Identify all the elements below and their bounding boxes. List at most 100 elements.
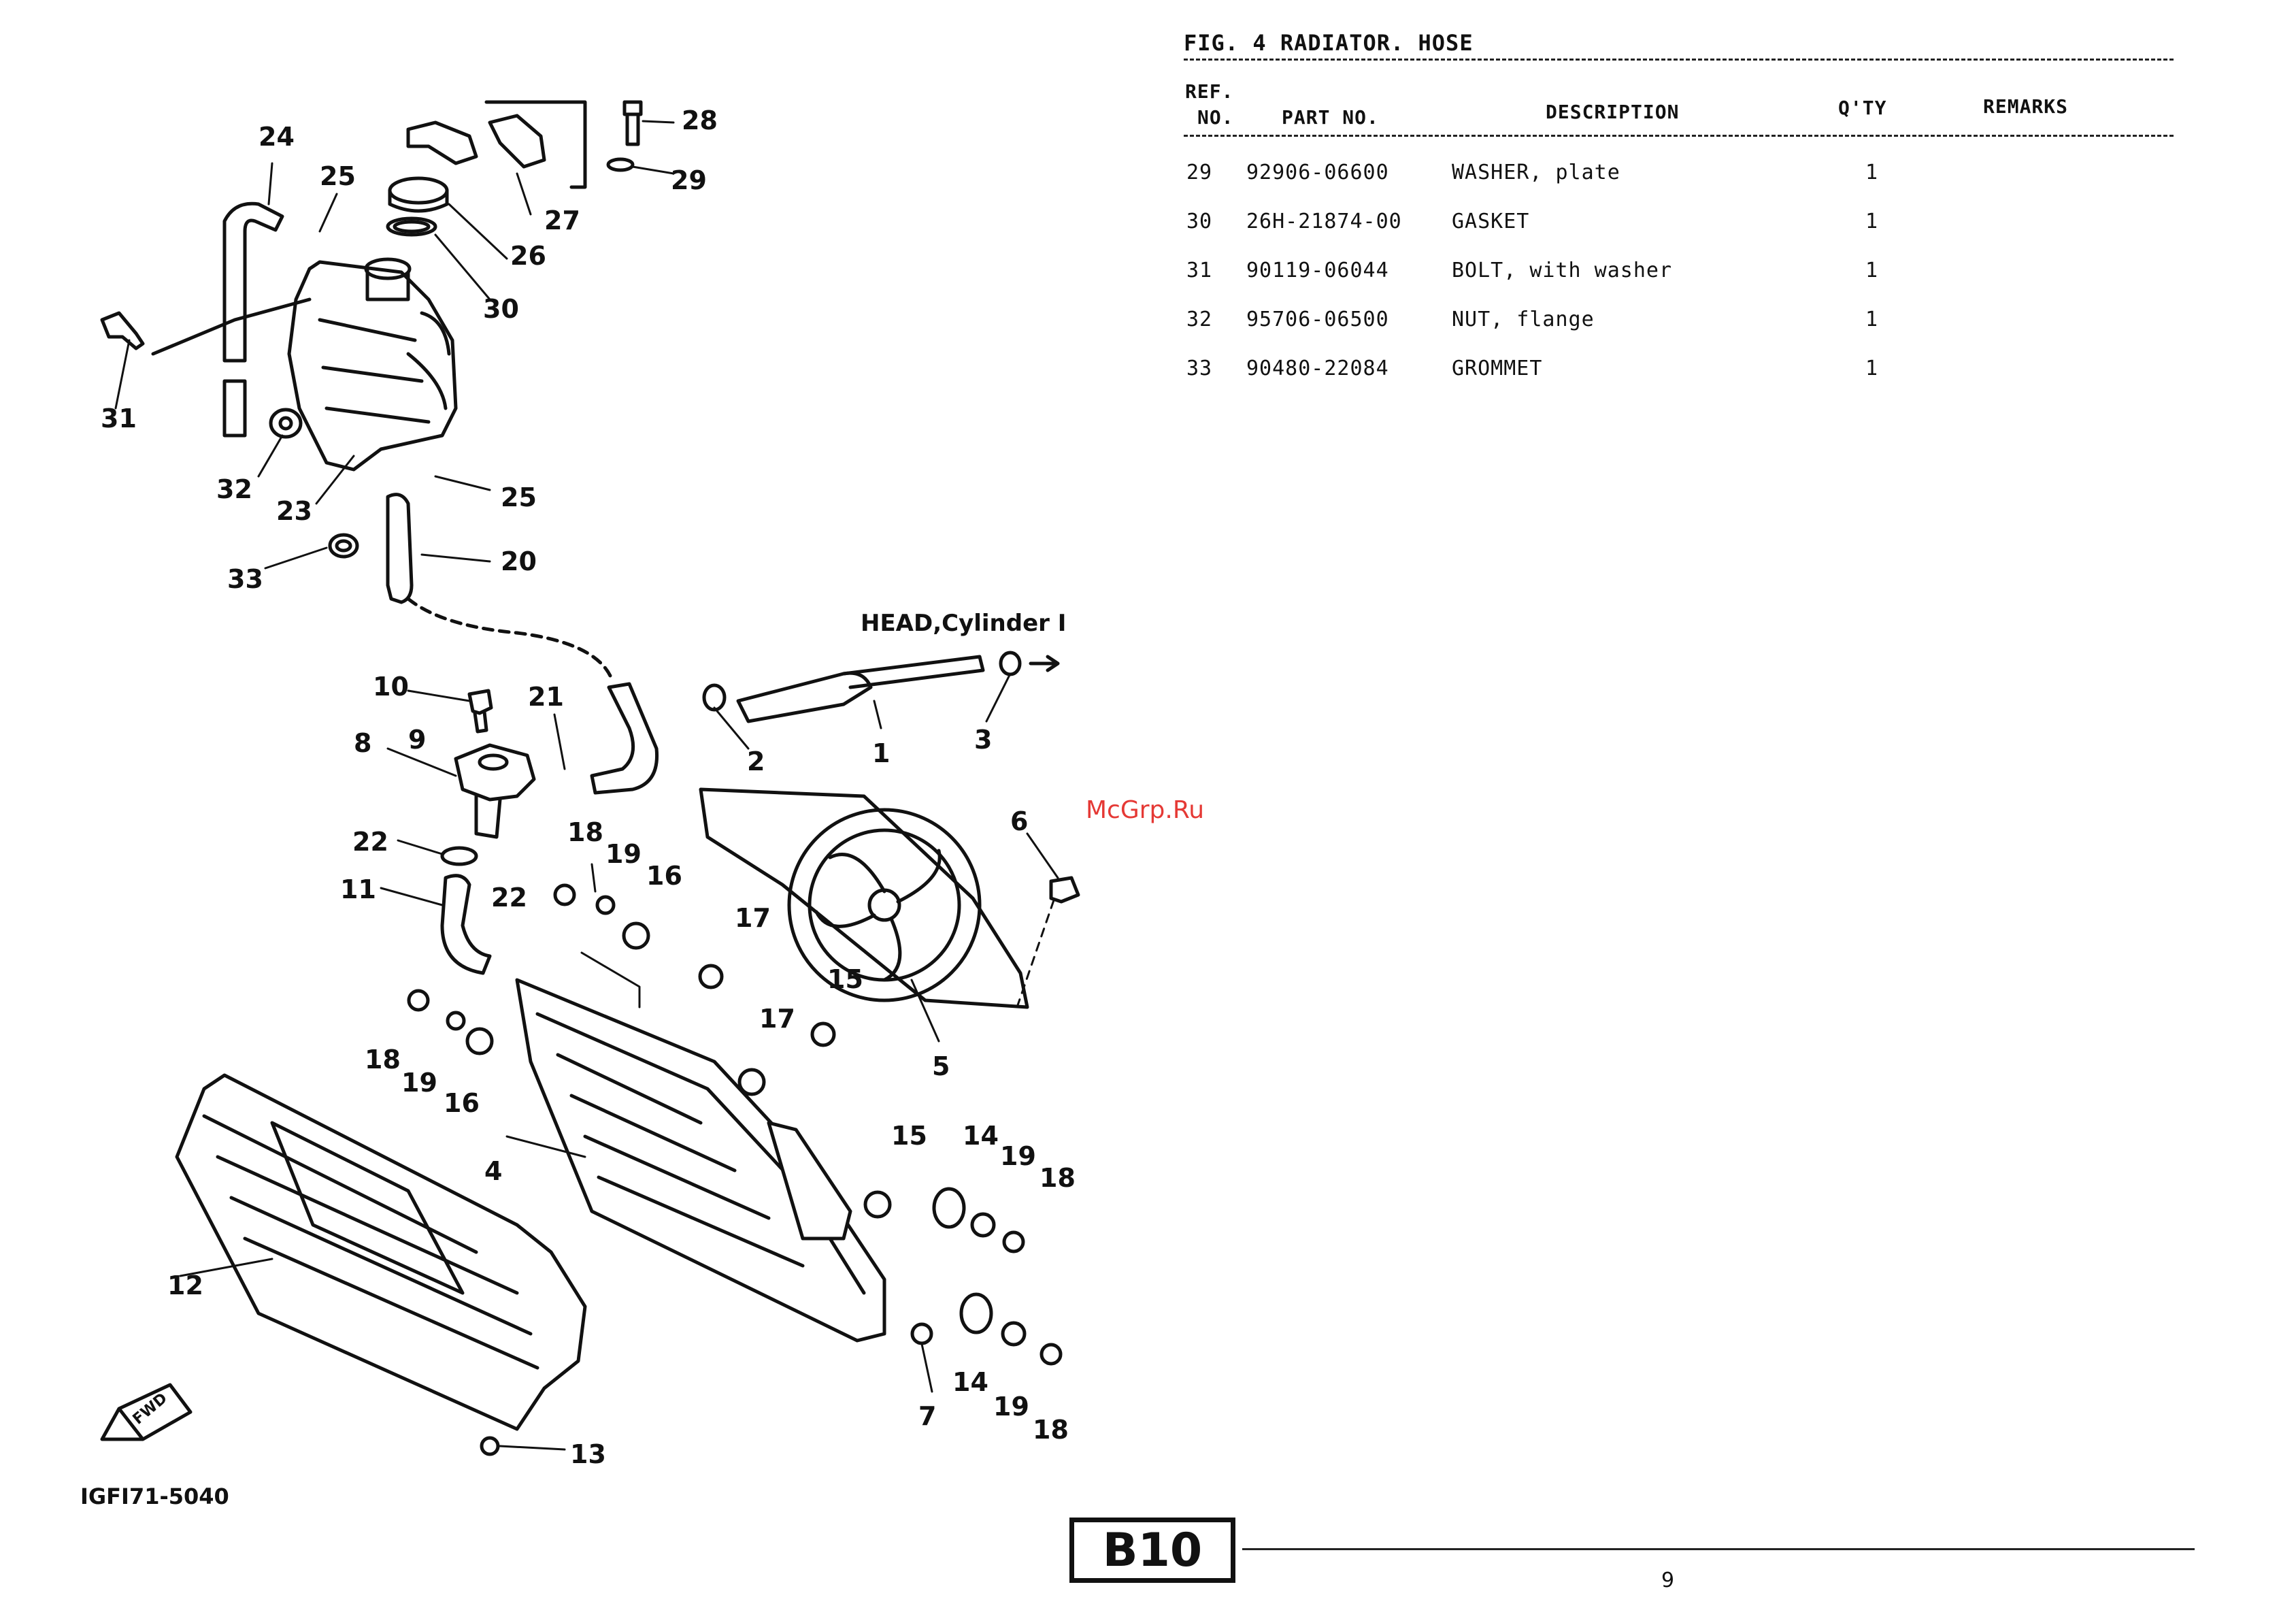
row-ref: 31 (1186, 259, 1213, 282)
callout-2: 2 (747, 747, 765, 776)
callout-9: 9 (408, 725, 427, 755)
hose-1 (736, 655, 985, 723)
callout-8: 8 (354, 728, 372, 758)
row-part-no: 90119-06044 (1246, 259, 1389, 282)
reservoir-tank (287, 257, 458, 472)
footer-rule (1242, 1548, 2195, 1550)
row-part-no: 92906-06600 (1246, 161, 1389, 184)
callout-28: 28 (682, 105, 718, 135)
nut-32 (269, 408, 303, 439)
row-part-no: 90480-22084 (1246, 357, 1389, 380)
callout-33: 33 (227, 564, 263, 594)
col-qty: Q'TY (1838, 97, 1887, 119)
row-ref: 29 (1186, 161, 1213, 184)
callout-19: 19 (993, 1392, 1029, 1422)
overflow-hose (151, 201, 312, 438)
page-code-badge: B10 (1069, 1518, 1235, 1583)
row-qty: 1 (1865, 259, 1879, 282)
hose-20 (386, 493, 614, 683)
callout-11: 11 (340, 874, 376, 904)
callout-7: 7 (918, 1401, 937, 1431)
bolt-28 (606, 100, 643, 172)
row-ref: 32 (1186, 308, 1213, 331)
callout-31: 31 (101, 404, 137, 433)
callout-16: 16 (444, 1088, 480, 1118)
callout-14: 14 (952, 1367, 988, 1397)
callout-4: 4 (484, 1156, 503, 1186)
callout-32: 32 (216, 474, 252, 504)
page-number: 9 (1661, 1569, 1675, 1592)
row-description: NUT, flange (1452, 308, 1595, 331)
callout-22: 22 (491, 883, 527, 913)
col-ref-line1: REF. (1185, 80, 1234, 103)
fastener-set (407, 883, 1063, 1456)
grommet-33 (328, 533, 359, 559)
callout-18: 18 (1033, 1415, 1069, 1445)
callout-6: 6 (1010, 806, 1029, 836)
fwd-arrow (100, 1383, 193, 1441)
callout-25: 25 (501, 482, 537, 512)
callout-19: 19 (605, 839, 642, 869)
bolt-6 (1049, 876, 1080, 904)
thermostat-housing (454, 743, 536, 839)
callout-10: 10 (373, 672, 409, 702)
leader-lines (114, 120, 1059, 1451)
callout-3: 3 (974, 725, 993, 755)
drawing-number: IGFI71-5040 (80, 1483, 229, 1509)
callout-18: 18 (567, 817, 603, 847)
callout-13: 13 (570, 1439, 606, 1469)
page-code: B10 (1102, 1523, 1203, 1577)
callout-5: 5 (932, 1051, 950, 1081)
title-rule (1184, 59, 2174, 61)
bracket (406, 100, 587, 189)
hose-11 (440, 846, 492, 975)
row-ref: 33 (1186, 357, 1213, 380)
exploded-parts-diagram (100, 100, 1080, 1456)
hose-21 (590, 682, 659, 795)
row-ref: 30 (1186, 210, 1213, 233)
row-description: GASKET (1452, 210, 1530, 233)
row-description: WASHER, plate (1452, 161, 1620, 184)
callout-21: 21 (528, 682, 564, 712)
callout-15: 15 (827, 964, 863, 994)
row-qty: 1 (1865, 161, 1879, 184)
row-description: BOLT, with washer (1452, 259, 1673, 282)
callout-17: 17 (735, 903, 771, 933)
filler-cap (386, 176, 449, 237)
callout-18: 18 (365, 1045, 401, 1075)
col-ref-line2: NO. (1197, 106, 1234, 129)
bolt-31 (100, 311, 145, 350)
col-part-no: PART NO. (1282, 106, 1379, 129)
flow-arrow (1029, 655, 1060, 672)
callout-14: 14 (963, 1121, 999, 1151)
row-description: GROMMET (1452, 357, 1543, 380)
callout-16: 16 (646, 861, 682, 891)
row-part-no: 26H-21874-00 (1246, 210, 1402, 233)
callout-25: 25 (320, 161, 356, 191)
watermark: McGrp.Ru (1086, 796, 1205, 824)
row-qty: 1 (1865, 210, 1879, 233)
callout-19: 19 (1000, 1141, 1036, 1171)
callout-27: 27 (544, 206, 580, 235)
fan-assembly (699, 787, 1029, 1009)
callout-1: 1 (872, 738, 891, 768)
row-part-no: 95706-06500 (1246, 308, 1389, 331)
callout-18: 18 (1039, 1163, 1076, 1193)
callout-20: 20 (501, 546, 537, 576)
callout-26: 26 (510, 241, 546, 271)
row-qty: 1 (1865, 357, 1879, 380)
callout-19: 19 (401, 1068, 437, 1098)
callout-29: 29 (671, 165, 707, 195)
callout-30: 30 (483, 294, 519, 324)
head-cylinder-label: HEAD,Cylinder I (861, 610, 1067, 637)
header-rule (1184, 135, 2174, 137)
callout-24: 24 (259, 122, 295, 152)
callout-12: 12 (167, 1270, 203, 1300)
callout-22: 22 (352, 827, 388, 857)
figure-title: FIG. 4 RADIATOR. HOSE (1184, 30, 1474, 56)
row-qty: 1 (1865, 308, 1879, 331)
col-description: DESCRIPTION (1546, 101, 1680, 123)
callout-17: 17 (759, 1004, 795, 1034)
bolt-10 (467, 689, 493, 734)
col-remarks: REMARKS (1983, 95, 2069, 118)
